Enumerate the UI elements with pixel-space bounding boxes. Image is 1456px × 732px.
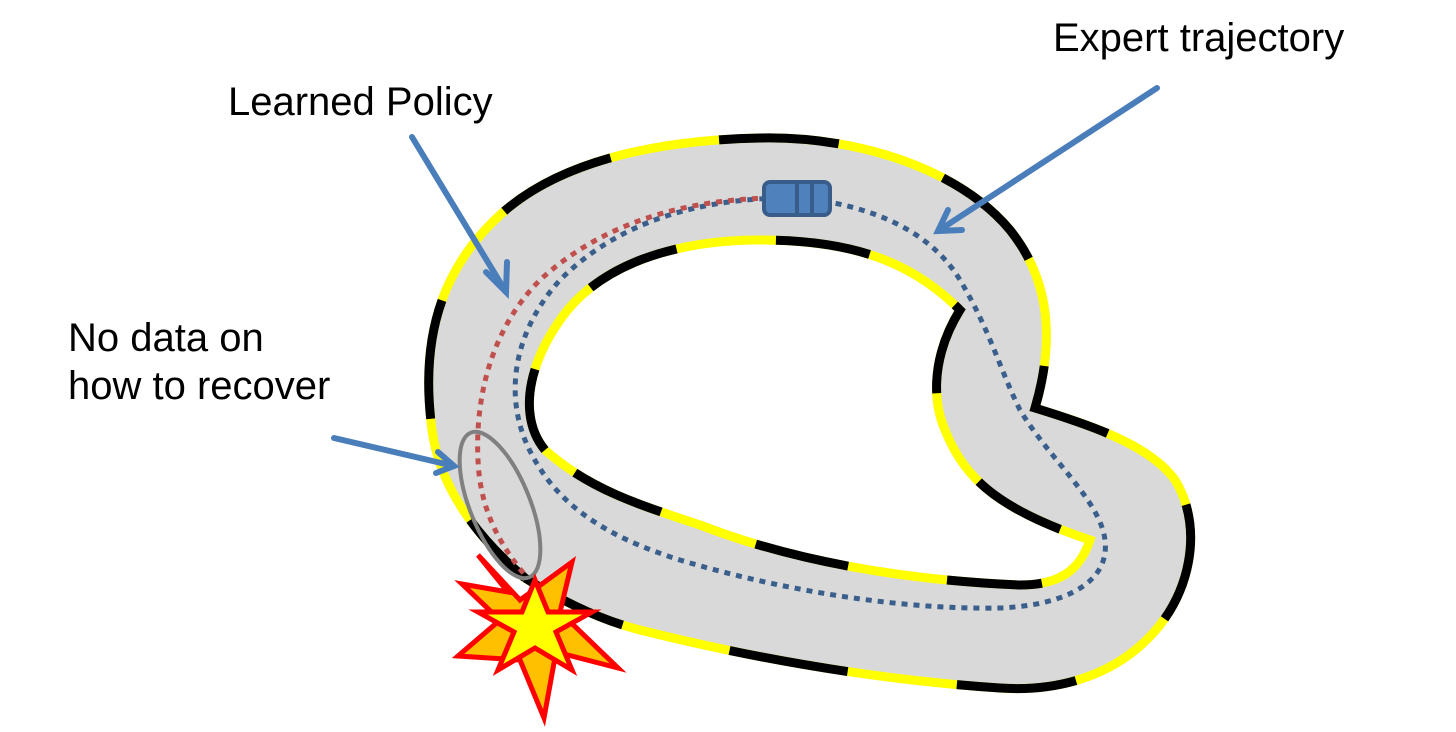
expert-trajectory-path (512, 195, 1108, 611)
crash-explosion (451, 553, 627, 727)
outer-edge-black (424, 133, 1196, 694)
car (762, 180, 832, 217)
learned-policy-path (475, 195, 771, 577)
learned-policy-label: Learned Policy (228, 80, 493, 124)
recovery-gap-ellipse (457, 429, 543, 581)
expert-trajectory-label: Expert trajectory (1053, 16, 1345, 60)
arrow-no-data (331, 435, 460, 476)
no-data-label: No data on how to recover (68, 314, 330, 410)
arrow-expert-trajectory (933, 85, 1160, 235)
race-track (428, 137, 1191, 689)
inner-edge-black (524, 235, 1096, 590)
arrow-learned-policy (409, 134, 510, 300)
no-data-label-line1: No data on (68, 316, 264, 360)
no-data-label-line2: how to recover (68, 364, 331, 408)
